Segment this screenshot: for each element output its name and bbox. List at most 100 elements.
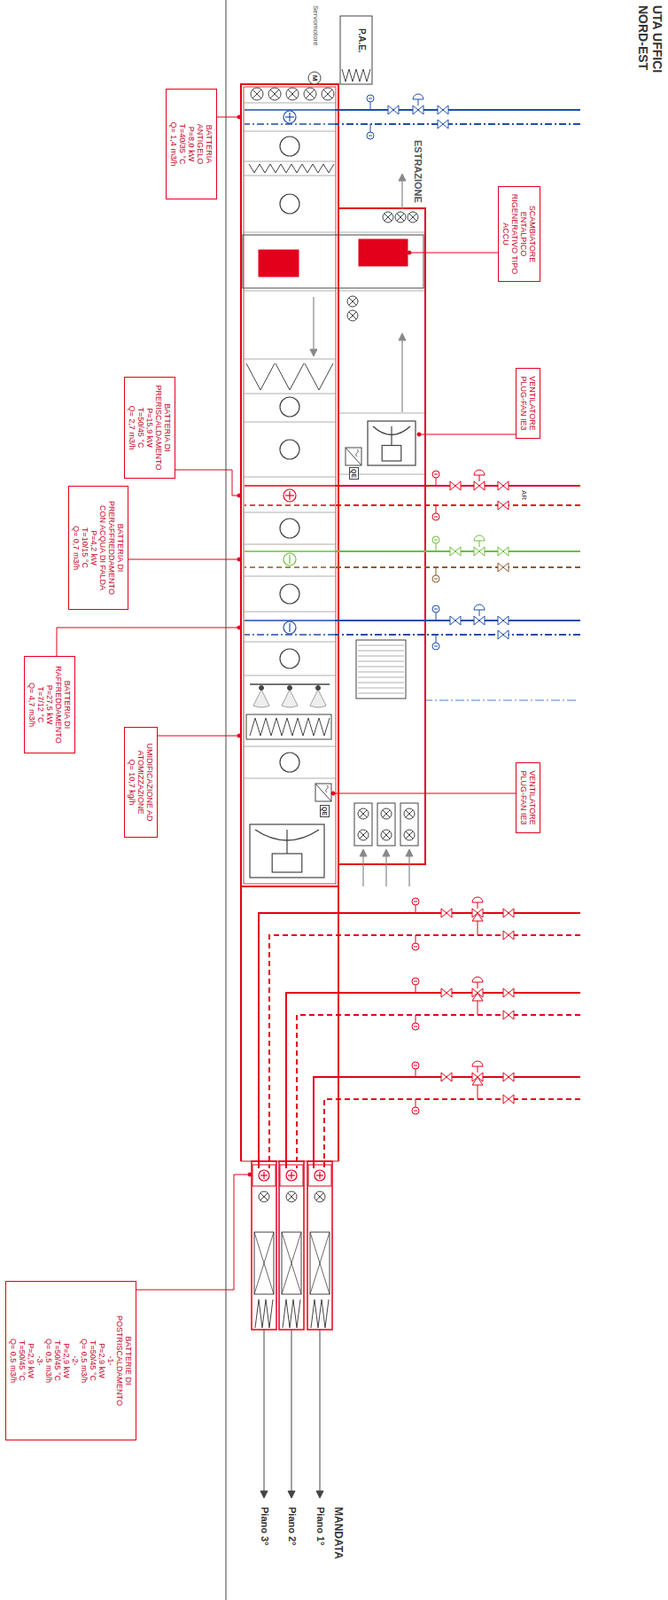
thermometer [435,504,437,513]
valve-actuator [472,1060,483,1066]
damper-blade [287,89,297,99]
leader-dot [417,432,421,436]
section-divider [339,412,425,414]
section-divider [243,575,336,577]
inverter [356,449,359,457]
callout-text: P=2,9 kW [97,1284,107,1436]
callout-text: BATTERIA DI PRERISCALDAMENTO [154,380,172,474]
leader-dot [248,1172,252,1176]
damper-blade [250,87,264,101]
callout-text: SCAMBIATORE ENTALPICO RIGENERATIVO TIPO … [501,190,537,278]
damper-blade [409,213,417,221]
damper-blade [305,89,315,99]
three-way-valve [472,912,483,921]
coil-symbol [286,1169,297,1181]
thermometer [370,124,372,133]
callout-box: BATTERIA DI PRERISCALDAMENTOP=15,9 kWT=5… [124,376,176,479]
coil-tube [244,484,335,487]
section-divider [243,745,336,747]
outdoor-air-intake [340,15,373,85]
valve-actuator [418,99,420,106]
thermometer [411,1106,420,1114]
inverter [345,447,362,466]
section-circle [279,439,300,459]
valve-symbol [473,546,485,556]
thermometer [435,567,437,575]
section-circle [279,194,300,214]
valve-symbol [497,546,509,556]
motor-letter: M [310,72,319,84]
damper-blade [260,1192,268,1200]
pipe-return [334,504,581,506]
flexible-joint [255,1298,273,1328]
thermometer [435,477,437,486]
bag-filter [304,363,334,390]
callout-text: Q= 10,7 kg/h [127,730,137,833]
thermometer [413,901,418,902]
inverter [315,783,332,801]
valve-actuator [477,901,479,909]
thermometer [415,1068,417,1077]
valve-symbol [503,1094,514,1103]
damper-blade [286,1190,297,1202]
terminal-box [281,1231,302,1294]
thermometer [370,101,372,110]
damper-blade [409,213,417,221]
terminal-box [281,1231,302,1294]
valve-symbol [450,481,461,490]
bag-filter [246,363,275,390]
thermometer [432,535,440,544]
terminal-box [281,1231,302,1294]
thermometer [432,470,440,478]
valve-symbol [450,615,461,625]
valve-actuator [479,474,481,482]
supply-section [240,84,339,886]
flexible-joint [357,676,404,678]
section-divider [243,290,336,292]
terminal-box [254,1231,274,1294]
pipe-flow [286,992,581,1168]
callout-box: VENTILATORE PLUG-FAN IE3 [515,761,541,833]
callout-text: T=40/35 °C [178,93,187,195]
bag-filter [275,363,304,390]
droplet-separator [246,714,332,739]
supply-section-inner [243,86,336,884]
air-label: AR [520,489,529,500]
thermometer [434,473,438,475]
damper-blade [321,87,334,101]
section-divider [243,393,336,395]
coil-symbol [288,554,290,564]
leader-dot [331,791,335,795]
valve-symbol [441,1071,452,1081]
damper-blade [270,89,280,99]
section-circle [279,518,300,538]
section-divider [243,131,336,133]
callout-text: BATTERIA DI RAFFREDDAMENTO [54,660,72,749]
section-divider [243,476,336,478]
coil-symbol [287,1173,296,1175]
damper-blade [270,89,280,99]
inverter [345,447,362,466]
section-divider [243,543,336,545]
leader-line [333,792,516,794]
callout-text: BATTERIE DI POSTRISCALDAMENTO [115,1302,133,1418]
thermometer [435,612,437,621]
pipe-return [324,1098,581,1168]
exhaust-label: ESTRAZIONE [411,139,424,203]
damper-blade [268,87,281,101]
callout-box: BATTERIE DI POSTRISCALDAMENTO-1-P=2,9 kW… [5,1280,137,1440]
damper-blade [359,809,367,817]
section-circle [279,583,300,604]
damper-blade [382,831,390,839]
valve-actuator [477,1065,479,1072]
coil-symbol [283,110,296,124]
valve-symbol [437,119,449,129]
valve-symbol [450,546,461,556]
damper-blade [349,297,357,305]
valve-symbol [497,562,509,572]
coil-symbol [314,1169,326,1181]
drain-line [425,699,576,700]
intake-label: P.A.E. [357,28,368,54]
callout-text: Q= 0,5 m3/h [44,1284,54,1436]
